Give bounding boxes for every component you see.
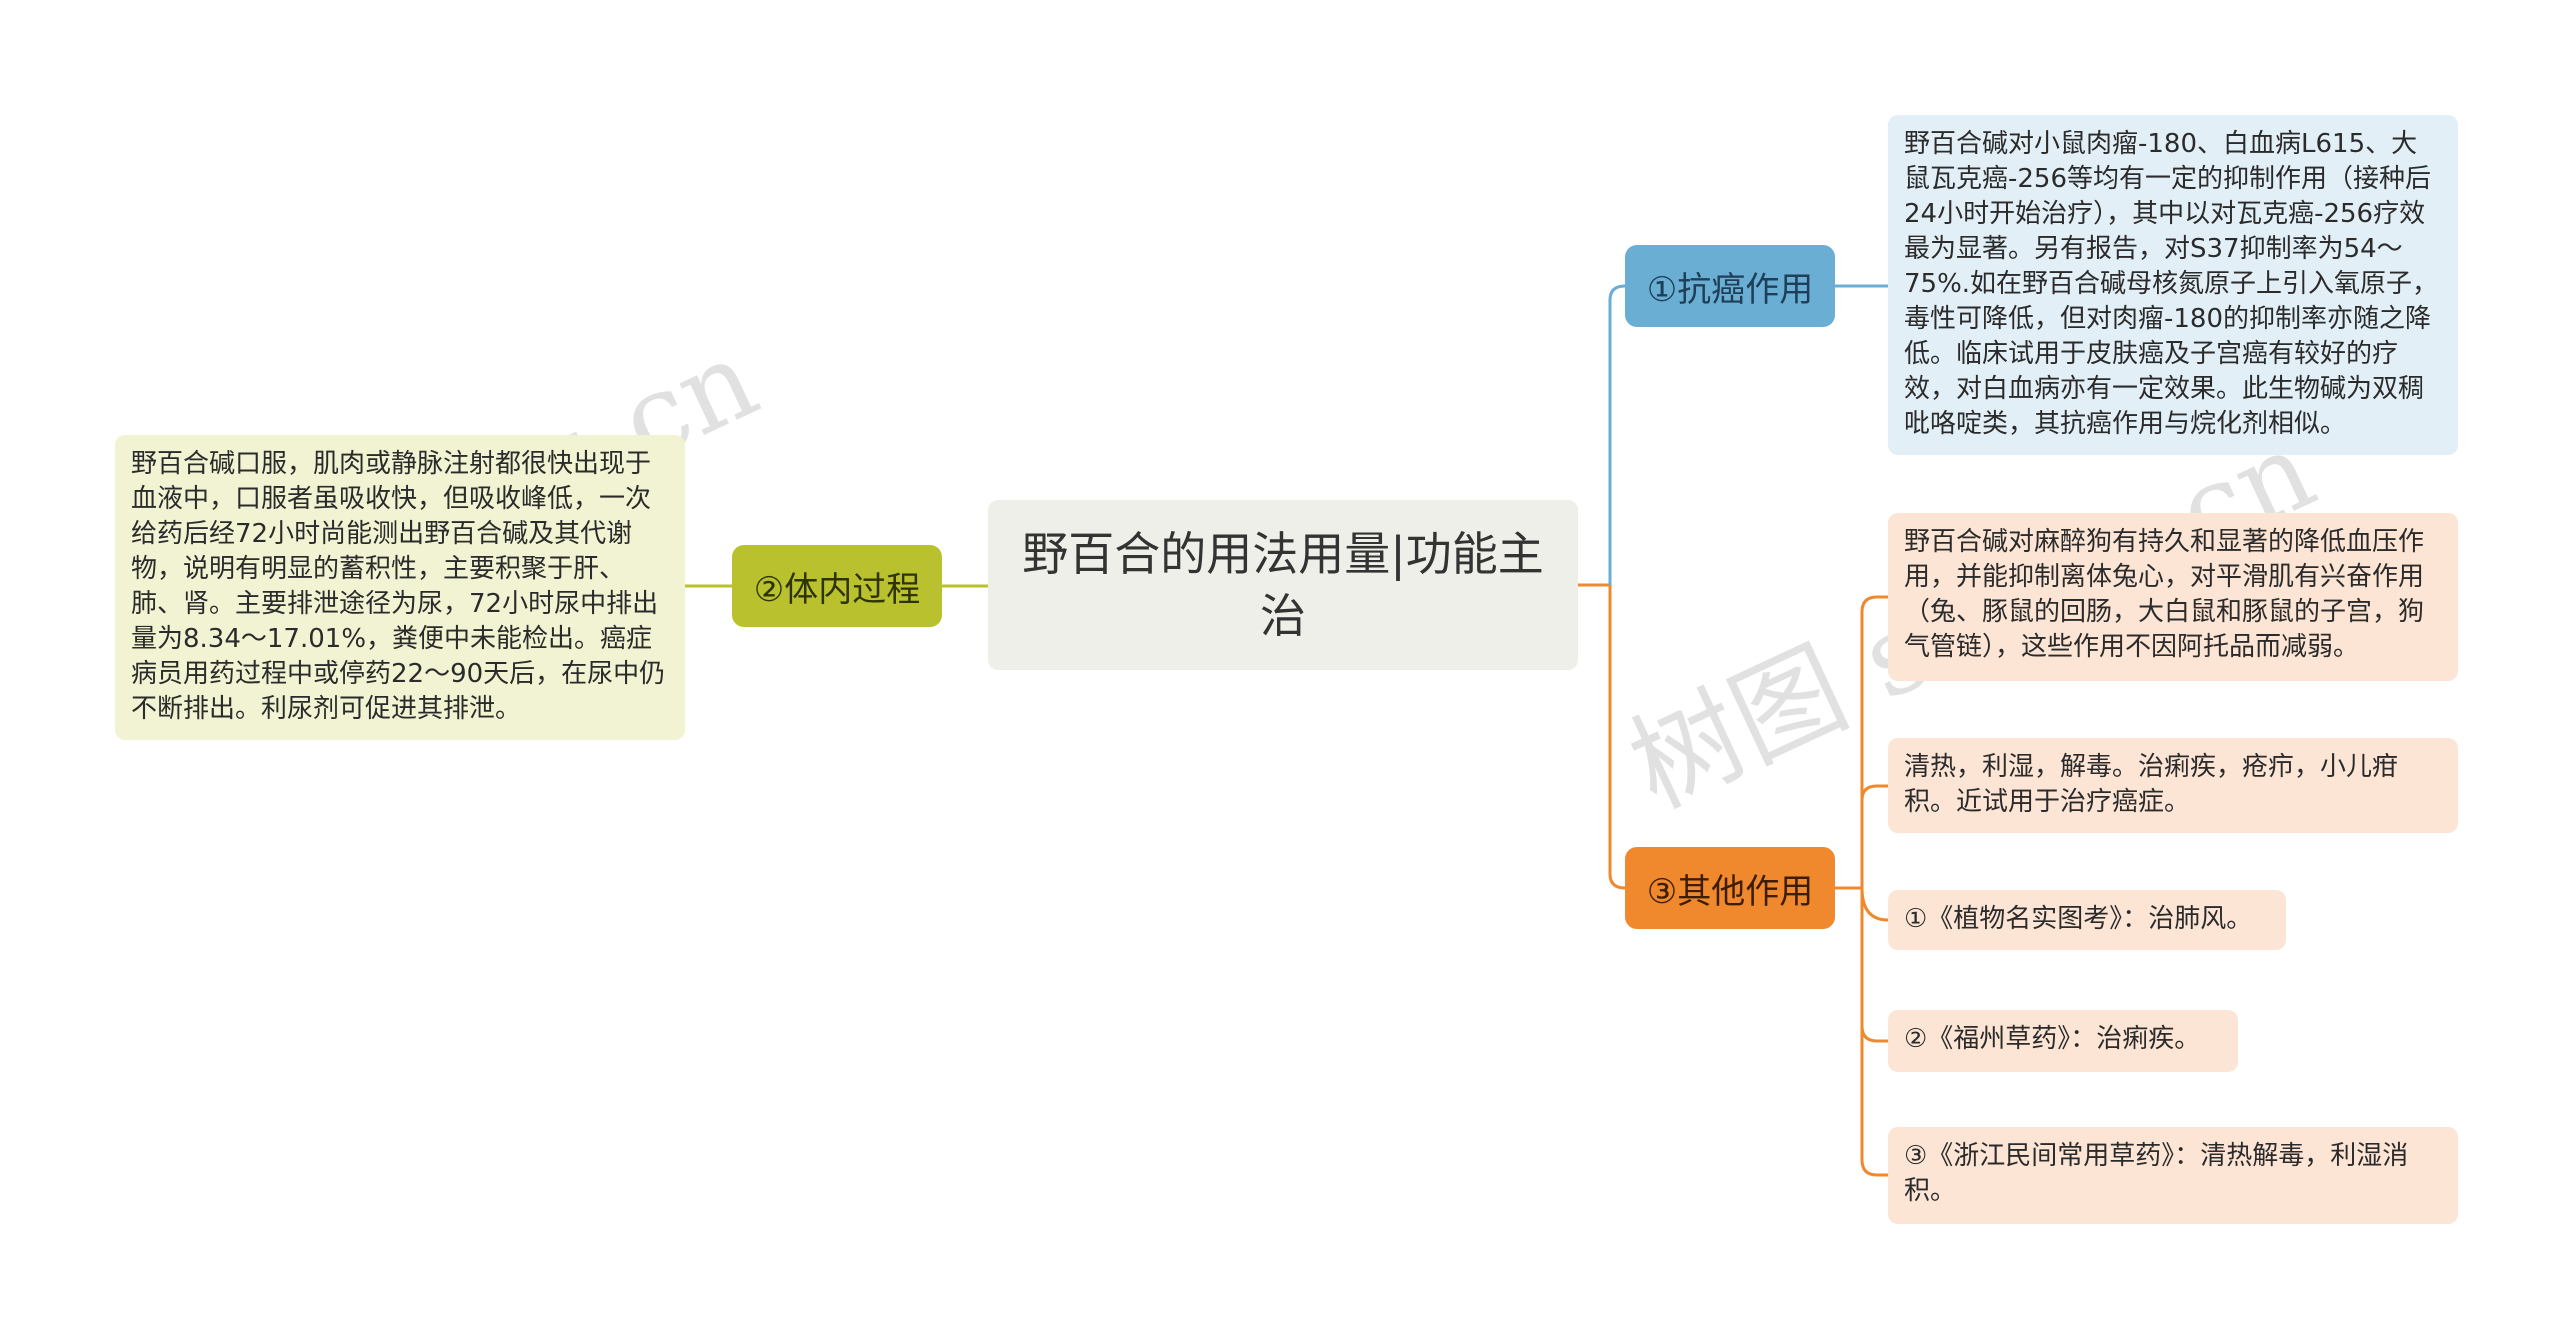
leaf-other-2[interactable]: 清热，利湿，解毒。治痢疾，疮疖，小儿疳积。近试用于治疗癌症。: [1888, 738, 2458, 833]
leaf-in-vivo-detail[interactable]: 野百合碱口服，肌肉或静脉注射都很快出现于血液中，口服者虽吸收快，但吸收峰低，一次…: [115, 435, 685, 740]
leaf-other-1[interactable]: 野百合碱对麻醉狗有持久和显著的降低血压作用，并能抑制离体兔心，对平滑肌有兴奋作用…: [1888, 513, 2458, 681]
leaf-other-2-text: 清热，利湿，解毒。治痢疾，疮疖，小儿疳积。近试用于治疗癌症。: [1904, 752, 2399, 817]
leaf-other-1-text: 野百合碱对麻醉狗有持久和显著的降低血压作用，并能抑制离体兔心，对平滑肌有兴奋作用…: [1904, 527, 2425, 662]
leaf-other-5[interactable]: ③《浙江民间常用草药》：清热解毒，利湿消积。: [1888, 1127, 2458, 1224]
leaf-other-5-text: ③《浙江民间常用草药》：清热解毒，利湿消积。: [1904, 1141, 2409, 1206]
branch-in-vivo[interactable]: ②体内过程: [732, 545, 942, 627]
connector-other-leaf5: [1860, 888, 1888, 1177]
branch-in-vivo-label: ②体内过程: [753, 569, 921, 610]
root-topic-label: 野百合的用法用量|功能主治: [1022, 527, 1544, 643]
root-topic[interactable]: 野百合的用法用量|功能主治: [988, 500, 1578, 670]
leaf-other-4[interactable]: ②《福州草药》：治痢疾。: [1888, 1010, 2238, 1072]
leaf-other-3-text: ①《植物名实图考》：治肺风。: [1904, 904, 2253, 934]
connector-other-leaf2: [1860, 784, 1888, 888]
connector-other-leaf3: [1860, 887, 1889, 922]
branch-other-effects[interactable]: ③其他作用: [1625, 847, 1835, 929]
branch-anti-cancer-label: ①抗癌作用: [1646, 269, 1814, 310]
leaf-other-3[interactable]: ①《植物名实图考》：治肺风。: [1888, 890, 2286, 950]
leaf-other-4-text: ②《福州草药》：治痢疾。: [1904, 1024, 2201, 1054]
connector-root-anti: [1608, 284, 1626, 585]
branch-anti-cancer[interactable]: ①抗癌作用: [1625, 245, 1835, 327]
leaf-anti-cancer-detail[interactable]: 野百合碱对小鼠肉瘤-180、白血病L615、大鼠瓦克癌-256等均有一定的抑制作…: [1888, 115, 2458, 455]
leaf-anti-cancer-text: 野百合碱对小鼠肉瘤-180、白血病L615、大鼠瓦克癌-256等均有一定的抑制作…: [1904, 129, 2439, 439]
branch-other-effects-label: ③其他作用: [1646, 871, 1814, 912]
connector-other-leaf1: [1860, 595, 1888, 888]
leaf-in-vivo-text: 野百合碱口服，肌肉或静脉注射都很快出现于血液中，口服者虽吸收快，但吸收峰低，一次…: [131, 449, 666, 724]
connector-root-other: [1608, 585, 1626, 890]
